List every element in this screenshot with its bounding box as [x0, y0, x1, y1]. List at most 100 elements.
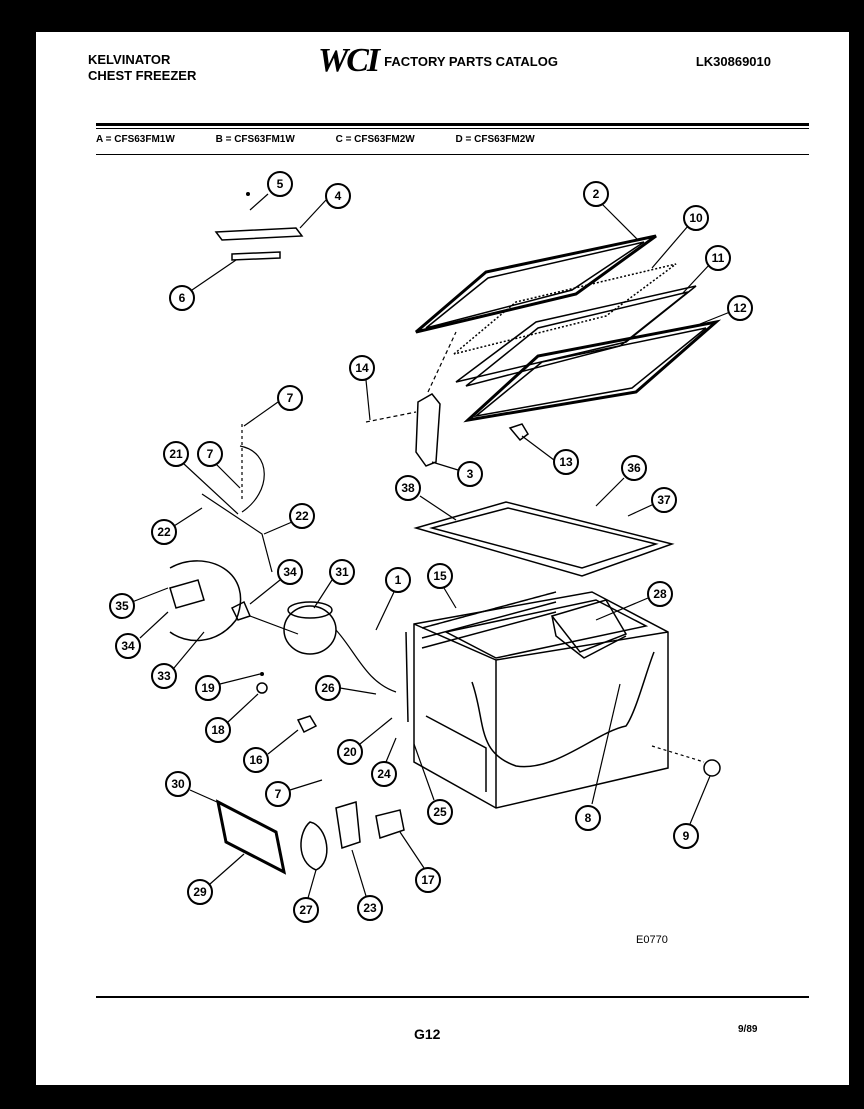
catalog-heading: WCI FACTORY PARTS CATALOG [318, 42, 558, 80]
power-cord [201, 424, 273, 573]
callout-5: 5 [249, 171, 293, 211]
svg-text:20: 20 [343, 745, 357, 759]
models-rule [96, 154, 809, 155]
svg-text:7: 7 [207, 447, 214, 461]
compressor [283, 601, 397, 693]
callout-23: 23 [351, 849, 383, 921]
exploded-parts-diagram: 5 4 6 2 10 11 12 14 7 21 7 3 13 22 22 36… [109, 171, 753, 923]
hinge-assembly [365, 331, 529, 467]
svg-text:21: 21 [169, 447, 183, 461]
callout-12: 12 [699, 295, 753, 325]
callout-13: 13 [521, 435, 579, 475]
svg-text:22: 22 [157, 525, 171, 539]
callout-16: 16 [243, 729, 299, 773]
parts-sheet: KELVINATOR CHEST FREEZER WCI FACTORY PAR… [36, 32, 849, 1085]
callout-37: 37 [627, 487, 677, 517]
svg-text:30: 30 [171, 777, 185, 791]
callout-24: 24 [371, 737, 397, 787]
svg-text:19: 19 [201, 681, 215, 695]
callout-8: 8 [575, 683, 621, 831]
callout-9: 9 [673, 775, 711, 849]
callout-27: 27 [293, 869, 319, 923]
handle-assembly [214, 192, 304, 261]
callout-7a: 7 [243, 385, 303, 427]
callout-19: 19 [195, 673, 261, 701]
breaker-strip [413, 501, 675, 577]
callout-7b: 7 [197, 441, 241, 489]
callout-4: 4 [299, 183, 351, 229]
svg-text:36: 36 [627, 461, 641, 475]
callout-2: 2 [583, 181, 639, 241]
svg-text:25: 25 [433, 805, 447, 819]
model-c: C = CFS63FM2W [335, 134, 415, 145]
svg-text:37: 37 [657, 493, 671, 507]
svg-text:10: 10 [689, 211, 703, 225]
callout-17: 17 [399, 831, 441, 893]
callout-36: 36 [595, 455, 647, 507]
svg-text:4: 4 [335, 189, 342, 203]
callout-31: 31 [313, 559, 355, 609]
svg-text:5: 5 [277, 177, 284, 191]
callout-29: 29 [187, 853, 245, 905]
grille [215, 799, 405, 875]
callout-3: 3 [431, 461, 483, 487]
svg-text:33: 33 [157, 669, 171, 683]
model-b: B = CFS63FM1W [215, 134, 295, 145]
svg-text:31: 31 [335, 565, 349, 579]
product-type: CHEST FREEZER [88, 68, 197, 83]
svg-text:17: 17 [421, 873, 435, 887]
callout-34b: 34 [115, 611, 169, 659]
footer-rule [96, 996, 809, 998]
callout-30: 30 [165, 771, 227, 807]
svg-text:18: 18 [211, 723, 225, 737]
model-list: A = CFS63FM1W B = CFS63FM1W C = CFS63FM2… [96, 134, 573, 145]
svg-text:13: 13 [559, 455, 573, 469]
svg-text:27: 27 [299, 903, 313, 917]
lid-assembly [415, 234, 722, 423]
svg-text:14: 14 [355, 361, 369, 375]
callout-25: 25 [413, 743, 453, 825]
brand-name: KELVINATOR [88, 52, 171, 67]
svg-text:23: 23 [363, 901, 377, 915]
svg-text:38: 38 [401, 481, 415, 495]
callout-1: 1 [375, 567, 411, 631]
callout-11: 11 [681, 245, 731, 295]
header-rule-thin [96, 128, 809, 129]
callout-7c: 7 [265, 779, 323, 807]
callout-28: 28 [595, 581, 673, 621]
svg-text:12: 12 [733, 301, 747, 315]
svg-text:29: 29 [193, 885, 207, 899]
document-number: LK30869010 [695, 54, 771, 69]
svg-text:22: 22 [295, 509, 309, 523]
catalog-title: FACTORY PARTS CATALOG [384, 53, 558, 69]
svg-text:11: 11 [712, 251, 725, 265]
svg-text:34: 34 [121, 639, 135, 653]
callout-35: 35 [109, 587, 169, 619]
cabinet [405, 591, 669, 809]
svg-text:6: 6 [179, 291, 186, 305]
callout-15: 15 [427, 563, 457, 609]
callout-20: 20 [337, 717, 393, 765]
callout-21: 21 [163, 441, 239, 515]
callout-18: 18 [205, 693, 259, 743]
svg-text:7: 7 [287, 391, 294, 405]
wci-logo: WCI [318, 42, 380, 79]
callout-38: 38 [395, 475, 457, 521]
svg-text:3: 3 [467, 467, 474, 481]
model-a: A = CFS63FM1W [96, 134, 175, 145]
page-id: G12 [414, 1026, 441, 1042]
svg-text:24: 24 [377, 767, 391, 781]
basket [550, 599, 628, 659]
callout-34a: 34 [249, 559, 303, 605]
callout-14: 14 [349, 355, 375, 421]
svg-text:9: 9 [683, 829, 690, 843]
callout-22a: 22 [151, 507, 203, 545]
callout-10: 10 [651, 205, 709, 269]
page-date: 9/89 [738, 1024, 758, 1035]
drain-parts [256, 672, 318, 734]
callout-22b: 22 [263, 503, 315, 535]
relay-overload [169, 560, 299, 642]
svg-text:16: 16 [249, 753, 263, 767]
svg-text:2: 2 [593, 187, 600, 201]
header-rule [96, 123, 809, 126]
